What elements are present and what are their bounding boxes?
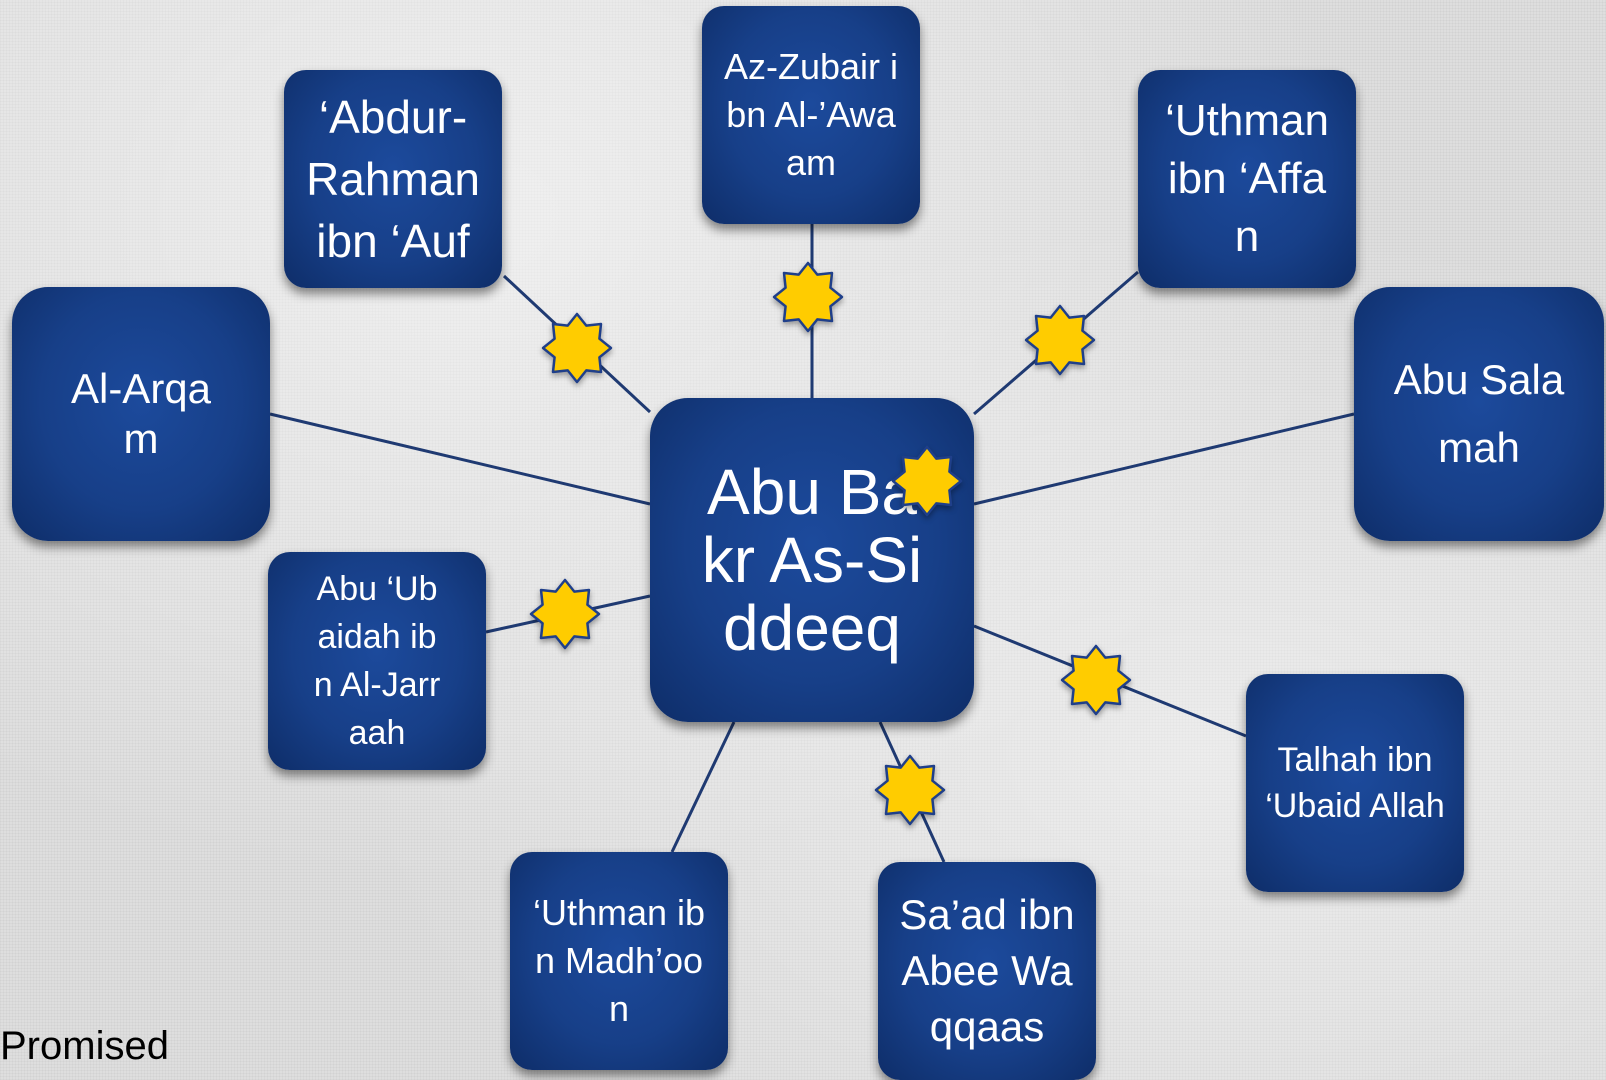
node-saad-ibn-abee-waqqaas: Sa’ad ibn Abee Waqqaas — [878, 862, 1096, 1080]
node-uthman-ibn-affan: ‘Uthman ibn ‘Affan — [1138, 70, 1356, 288]
node-az-zubair-ibn-al-awaam: Az-Zubair ibn Al-’Awaam — [702, 6, 920, 224]
node-label: Abu Salamah — [1393, 356, 1565, 471]
node-label: ‘Uthman ibn ‘Affan — [1165, 96, 1329, 261]
caption-text: Promised — [0, 1024, 169, 1068]
node-label: Talhah ibn ‘Ubaid Allah — [1265, 741, 1445, 825]
node-label: Al-Arqam — [70, 365, 212, 462]
node-talhah-ibn-ubaid-allah: Talhah ibn ‘Ubaid Allah — [1246, 674, 1464, 892]
node-abu-salamah: Abu Salamah — [1354, 287, 1604, 541]
connector-arqam — [269, 412, 651, 506]
node-label: Az-Zubair ibn Al-’Awaam — [723, 46, 899, 183]
node-label: ‘Uthman ibn Madh’oon — [532, 892, 706, 1029]
node-uthman-ibn-madhoon: ‘Uthman ibn Madh’oon — [510, 852, 728, 1070]
node-label: ‘Abdur-Rahman ibn ‘Auf — [306, 91, 480, 267]
star-icon — [1059, 643, 1133, 717]
center-node-label: Abu Bakr As-Siddeeq — [701, 456, 923, 664]
node-al-arqam: Al-Arqam — [12, 287, 270, 541]
star-icon — [528, 577, 602, 651]
node-abdur-rahman-ibn-auf: ‘Abdur-Rahman ibn ‘Auf — [284, 70, 502, 288]
connector-salamah — [973, 412, 1355, 506]
star-icon — [771, 260, 845, 334]
star-icon — [540, 311, 614, 385]
node-abu-ubaidah-ibn-al-jarraah: Abu ‘Ubaidah ibn Al-Jarraah — [268, 552, 486, 770]
node-label: Abu ‘Ubaidah ibn Al-Jarraah — [313, 570, 441, 752]
star-icon — [873, 753, 947, 827]
center-node-abu-bakr: Abu Bakr As-Siddeeq — [650, 398, 974, 722]
star-icon — [890, 444, 964, 518]
node-label: Sa’ad ibn Abee Waqqaas — [899, 891, 1075, 1050]
connector-uthman-madhoon — [670, 721, 736, 853]
star-icon — [1023, 303, 1097, 377]
